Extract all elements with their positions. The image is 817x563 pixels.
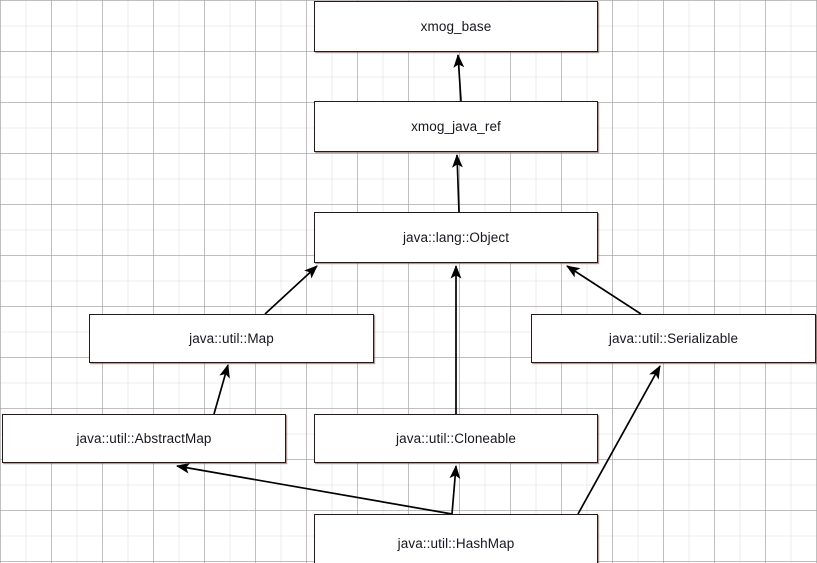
class-node-map[interactable]: java::util::Map: [89, 314, 374, 363]
inheritance-arrow-hashmap-to-abstractmap: [175, 462, 453, 515]
inheritance-arrow-map-to-object: [264, 265, 318, 315]
inheritance-arrow-abstractmap-to-map: [213, 364, 230, 415]
class-node-label: java::util::AbstractMap: [76, 430, 212, 446]
class-node-label: java::util::Map: [189, 330, 274, 346]
class-node-cloneable[interactable]: java::util::Cloneable: [314, 414, 598, 463]
inheritance-arrow-xmog_java_ref-to-xmog_base: [453, 53, 465, 102]
class-node-xmog_java_ref[interactable]: xmog_java_ref: [314, 101, 598, 152]
inheritance-arrow-object-to-xmog_java_ref: [452, 153, 463, 213]
class-node-label: java::util::HashMap: [397, 536, 515, 552]
class-node-label: xmog_java_ref: [411, 118, 501, 134]
inheritance-arrow-hashmap-to-cloneable: [449, 464, 461, 515]
class-node-label: java::lang::Object: [402, 229, 510, 245]
class-node-hashmap[interactable]: java::util::HashMap: [314, 514, 598, 563]
class-node-xmog_base[interactable]: xmog_base: [314, 1, 598, 52]
class-node-object[interactable]: java::lang::Object: [314, 212, 598, 263]
class-node-abstractmap[interactable]: java::util::AbstractMap: [2, 414, 286, 463]
class-node-label: java::util::Serializable: [608, 330, 739, 346]
class-node-serializable[interactable]: java::util::Serializable: [531, 314, 816, 363]
inheritance-arrow-serializable-to-object: [566, 265, 642, 315]
class-node-label: xmog_base: [420, 18, 492, 34]
class-node-label: java::util::Cloneable: [396, 430, 516, 446]
